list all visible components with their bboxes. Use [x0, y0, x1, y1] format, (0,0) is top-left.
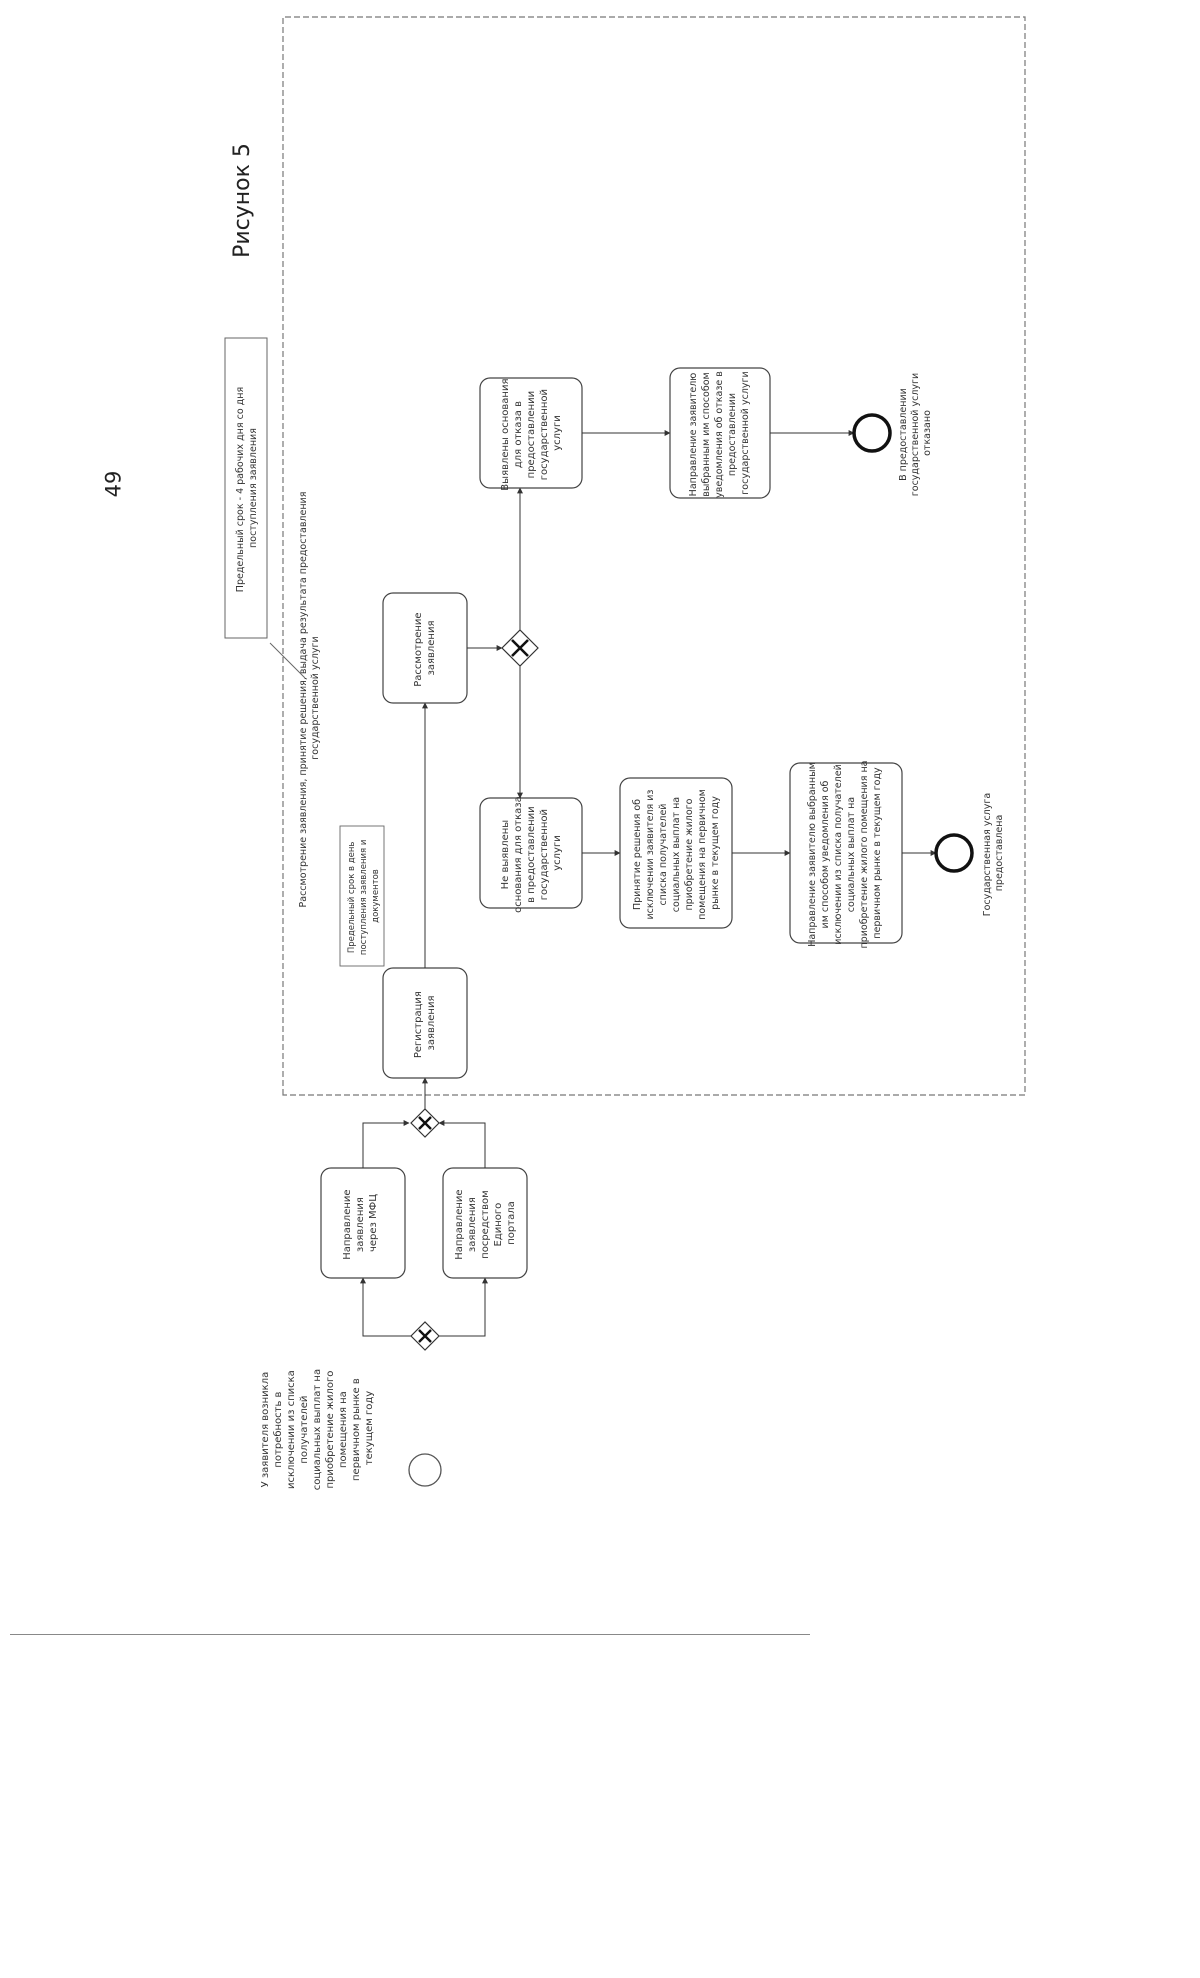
end-event-provided — [934, 833, 974, 873]
task-register — [382, 967, 468, 1079]
end-event-refused — [852, 413, 892, 453]
process-group-frame — [282, 16, 1026, 1096]
flow-gw-to-portal — [439, 1277, 488, 1337]
task-notify-result-text: Направление заявителю выбранным им спосо… — [807, 757, 883, 948]
merge-gateway — [410, 1108, 440, 1138]
group-label: Рассмотрение заявления, принятие решения… — [298, 489, 321, 908]
register-note-text: Предельный срок в день поступления заявл… — [347, 837, 381, 955]
task-review — [382, 592, 468, 704]
task-no-grounds-text: Не выявлены основания для отказа в предо… — [500, 793, 563, 913]
flow-mfc-to-merge — [362, 1120, 410, 1168]
task-mfc-text: Направление заявления через МФЦ — [342, 1186, 379, 1259]
flow-gw-to-mfc — [360, 1277, 411, 1337]
task-grounds-text: Выявлены основания для отказа в предоста… — [500, 375, 563, 490]
end-event-provided-text: Государственная услуга предоставлена — [982, 790, 1005, 916]
task-portal-text: Направление заявления посредством Единог… — [454, 1186, 517, 1259]
deadline-note-connector — [269, 642, 306, 679]
start-event — [408, 1453, 442, 1487]
footnote-rule — [10, 1634, 810, 1635]
task-notify-refusal-text: Направление заявителю выбранным им спосо… — [688, 368, 751, 498]
flow-portal-to-merge — [438, 1120, 486, 1168]
split-gateway — [410, 1321, 440, 1351]
register-note — [339, 825, 385, 967]
deadline-note — [224, 337, 268, 639]
start-event-text: У заявителя возникла потребность в исклю… — [260, 1366, 375, 1491]
task-decision-text: Принятие решения об исключении заявителя… — [632, 786, 721, 920]
task-register-text: Регистрация заявления — [413, 988, 437, 1058]
deadline-note-text: Предельный срок - 4 рабочих дня со дня п… — [235, 384, 259, 592]
task-review-text: Рассмотрение заявления — [413, 609, 437, 687]
decision-gateway — [501, 629, 539, 667]
end-event-refused-text: В предоставлении государственной услуги … — [898, 370, 933, 496]
